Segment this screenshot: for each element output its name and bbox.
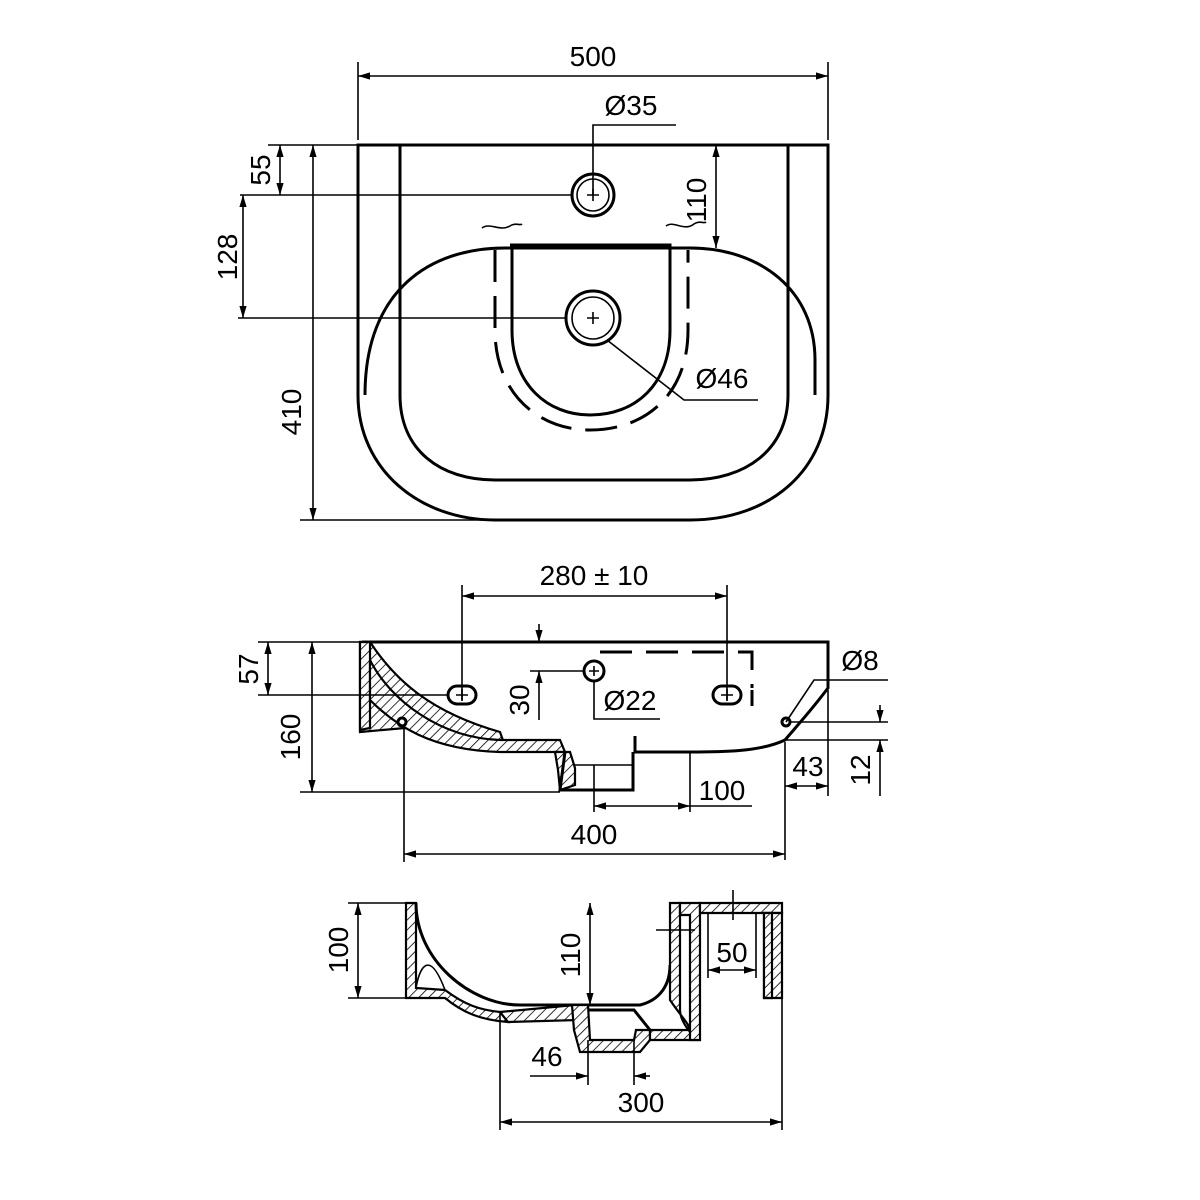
side-view-hidden-channel [600, 650, 754, 688]
dim-rim-width: 50 [716, 937, 747, 968]
top-view: 500 Ø35 55 128 410 110 Ø46 [212, 41, 830, 522]
dim-drain-offset: 100 [699, 775, 746, 806]
dim-overflow-offset: 30 [504, 684, 535, 715]
top-view-basin-rim [363, 246, 817, 396]
top-view-outer-outline [356, 143, 830, 522]
dim-top-to-bracket: 57 [233, 653, 264, 684]
section-view-left-wall [404, 901, 511, 1024]
section-view-right-wall [648, 901, 701, 1042]
side-view-outline [362, 640, 830, 754]
section-view: 100 110 50 46 300 [323, 890, 784, 1130]
dim-tap-to-drain: 128 [212, 234, 243, 281]
dim-rear-ledge: 110 [681, 178, 712, 223]
dim-overflow-hole: Ø22 [604, 685, 657, 716]
top-view-break-mark-right [665, 221, 707, 228]
dim-bracket-spacing: 280 ± 10 [540, 560, 649, 591]
section-view-waste-outlet [588, 1008, 652, 1031]
section-view-bowl-curve [414, 902, 672, 1007]
dim-drain-hole: Ø46 [696, 363, 749, 394]
dim-top-width: 500 [570, 41, 617, 72]
dim-section-width: 300 [618, 1087, 665, 1118]
side-view-waste-outlet [558, 751, 635, 792]
dim-inner-depth: 110 [555, 933, 586, 978]
dim-overall-height: 160 [275, 714, 306, 761]
top-view-drain-hole-inner [571, 296, 615, 340]
top-view-basin-inner [510, 243, 672, 417]
dim-bowl-depth: 100 [323, 927, 354, 974]
dim-overall-depth: 410 [276, 389, 307, 436]
top-view-break-mark-left [481, 223, 523, 229]
side-view: 280 ± 10 57 160 30 Ø22 Ø8 12 43 [233, 560, 888, 862]
dim-tap-hole: Ø35 [605, 90, 658, 121]
dim-front-hole: Ø8 [841, 645, 878, 676]
dim-front-offset: 43 [792, 751, 823, 782]
dim-wall-to-front: 400 [571, 819, 618, 850]
top-view-inner-walls [398, 145, 790, 482]
dim-edge-to-tap: 55 [245, 154, 276, 185]
dim-hole-height: 12 [845, 754, 876, 785]
dim-waste-width: 46 [531, 1041, 562, 1072]
top-view-hidden-curve [493, 250, 690, 432]
